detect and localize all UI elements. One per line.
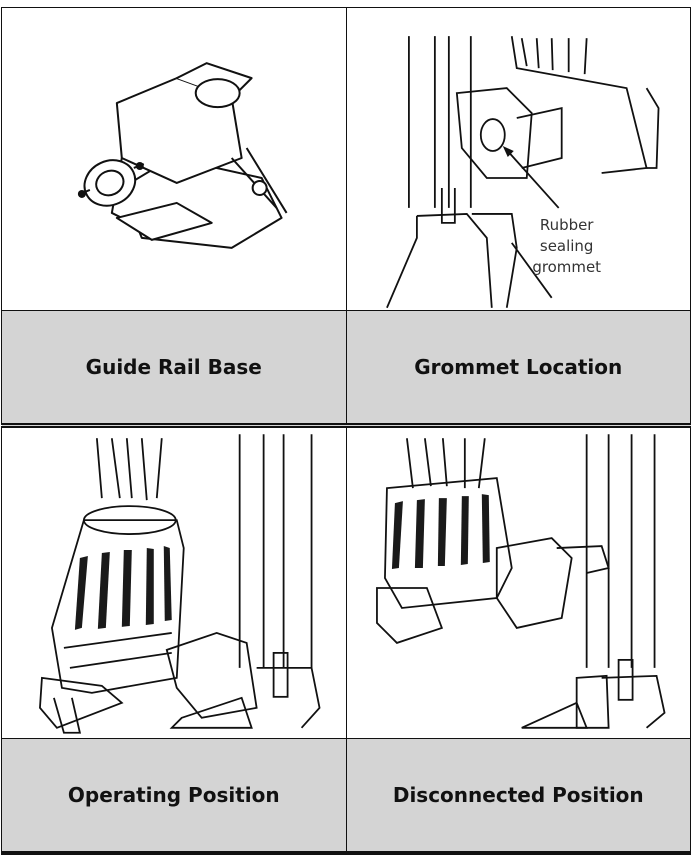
guide-rail-base-illustration bbox=[1, 7, 347, 311]
operating-position-illustration bbox=[1, 425, 347, 739]
disconnected-position-illustration bbox=[345, 425, 691, 739]
caption-guide-rail-base: Guide Rail Base bbox=[1, 310, 347, 428]
guide-rail-base-drawing bbox=[77, 62, 288, 249]
operating-position-drawing bbox=[39, 434, 321, 734]
grommet-location-drawing: Rubber sealing grommet bbox=[385, 36, 659, 309]
grommet-callout-line-1: Rubber bbox=[539, 216, 593, 234]
grommet-callout-line-3: grommet bbox=[532, 258, 601, 276]
caption-disconnected-position: Disconnected Position bbox=[345, 738, 691, 855]
caption-operating-position: Operating Position bbox=[1, 738, 347, 855]
disconnected-position-drawing bbox=[375, 434, 666, 729]
grommet-location-illustration: Rubber sealing grommet bbox=[345, 7, 691, 311]
grommet-callout-line-2: sealing bbox=[539, 237, 593, 255]
caption-grommet-location: Grommet Location bbox=[345, 310, 691, 428]
figure-grid: Rubber sealing grommet Guide Rail Base G… bbox=[1, 7, 691, 855]
